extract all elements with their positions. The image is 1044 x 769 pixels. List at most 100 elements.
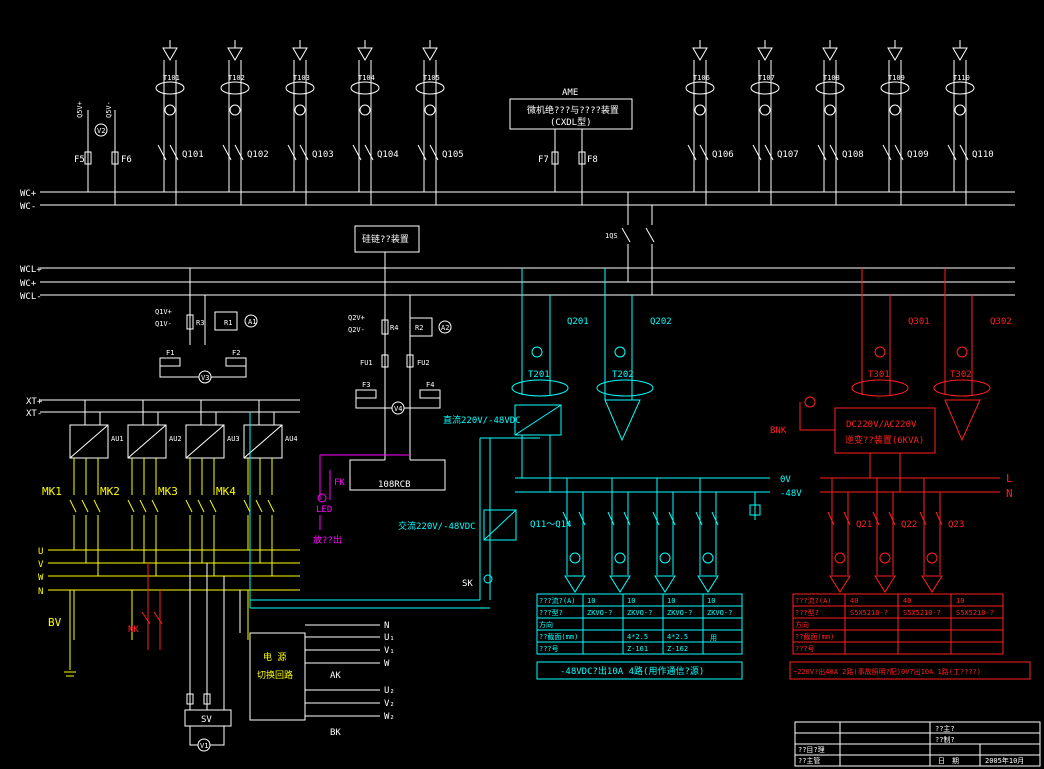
bnk-label: BNK [770, 426, 787, 436]
breaker-label: Q107 [777, 150, 799, 160]
breaker-label: Q104 [377, 150, 399, 160]
feeder-label: T107 [758, 74, 775, 82]
v2-label: V2 [97, 127, 105, 135]
cyan-branch-2 [652, 478, 676, 593]
q2v-plus-label: Q2V+ [348, 314, 365, 322]
feeder-label: T110 [953, 74, 970, 82]
sk-label: SK [462, 579, 473, 589]
ame-box-line2: (CXDL型) [550, 117, 592, 128]
a1-label: A1 [248, 318, 256, 326]
feeder-label: T105 [423, 74, 440, 82]
v1-label: V1 [200, 742, 208, 750]
N-label: N [1006, 487, 1013, 500]
red-breaker-label: Q21 [856, 520, 872, 530]
xt-minus-label: XT- [26, 409, 42, 419]
silicon-box [354, 225, 420, 253]
q302-label: Q302 [990, 317, 1012, 327]
power-box-line1: 电 源 [263, 651, 286, 663]
cyan-table-cell: Z-161 [627, 645, 648, 653]
wc-plus2-label: WC+ [20, 279, 37, 289]
t301-label: T301 [868, 370, 890, 380]
power-box-line2: 切换回路 [257, 669, 293, 681]
flash-led-group: FK LED 放??出 [313, 454, 410, 546]
feeder-label: T106 [693, 74, 710, 82]
xt-bus-group: XT+ XT- [26, 397, 300, 419]
breaker-label: Q106 [712, 150, 734, 160]
r2-label: R2 [415, 324, 423, 332]
date-value: 2005年10月 [985, 756, 1024, 765]
bv-label: BV [48, 616, 62, 629]
red-table-rowlabel: ???号 [795, 645, 815, 653]
top-left-meter: V2 F5 F6 Q5V+ Q5V- [74, 101, 132, 205]
cyan-table-cell: 10 [587, 597, 595, 605]
ame-label: AME [562, 88, 578, 98]
power-box [249, 632, 306, 721]
cyan-table-cell: ZKVO-? [667, 609, 692, 617]
red-breaker-label: Q22 [901, 520, 917, 530]
fk-label: FK [334, 478, 345, 488]
cyan-branch-3 [695, 478, 719, 593]
t302-label: T302 [950, 370, 972, 380]
breaker-label: Q105 [442, 150, 464, 160]
cyan-branches [562, 478, 719, 593]
red-branch-1: Q22 [872, 478, 917, 593]
red-table-cell: 10 [956, 597, 964, 605]
f1-label: F1 [166, 349, 174, 357]
cyan-table-rowlabel: ???号 [539, 645, 559, 653]
red-table-cell: S5X5210-? [850, 609, 888, 617]
q11-label: Q11～Q14 [530, 520, 572, 530]
f8-label: F8 [587, 155, 598, 165]
cyan-table-cell: 4*2.5 [667, 633, 688, 641]
au-label: AU1 [111, 435, 124, 443]
inverter-line2: 逆变??装置(6KVA) [845, 434, 924, 446]
red-table-cell: S5X5210-? [903, 609, 941, 617]
date-label: 日 期 [938, 757, 959, 765]
cyan-table-cell: 4*2.5 [627, 633, 648, 641]
ak-out-1: U₁ [384, 633, 395, 643]
feeder-label: T109 [888, 74, 905, 82]
q301-label: Q301 [908, 317, 930, 327]
w-label: W [38, 573, 44, 583]
red-table-rowlabel: ??截面(mm) [795, 632, 834, 641]
breaker-label: Q108 [842, 150, 864, 160]
ame-box [509, 98, 633, 130]
wc-plus-label: WC+ [20, 189, 37, 199]
mk-label: MK3 [158, 485, 178, 498]
nk-label: NK [128, 625, 139, 635]
bk-out-0: U₂ [384, 686, 395, 696]
red-table-footer: ~220V?出40A 2路(事故照明?配)0V?出10A 1路(工????) [793, 667, 981, 676]
red-branch-0: Q21 [827, 478, 872, 593]
power-switch-group: SV V1 电 源 切换回路 N U₁ V₁ W U₂ V₂ W₂ AK BK [184, 550, 395, 752]
bk-out-2: W₂ [384, 712, 395, 722]
cyan-table-cell: 10 [667, 597, 675, 605]
f5-label: F5 [74, 155, 85, 165]
cyan-table-rowlabel: 方向 [539, 620, 553, 629]
breaker-label: Q101 [182, 150, 204, 160]
cyan-section: Q201 Q202 T201 T202 直流220V/-48VDC 0V -48… [249, 268, 802, 609]
top-feeders: T101Q101T102Q102T103Q103T104Q104T105Q105… [155, 40, 994, 205]
u-label: U [38, 547, 43, 557]
cyan-table-cell: Z-162 [667, 645, 688, 653]
xt-plus-label: XT+ [26, 397, 43, 407]
cyan-table-cell: ZKVO-? [707, 609, 732, 617]
inverter-line1: DC220V/AC220V [846, 420, 917, 430]
mk-label: MK2 [100, 485, 120, 498]
red-table: ???流?(A)???型?方向??截面(mm)???号40S5X5210-?40… [789, 593, 1031, 680]
1qs-label: 1QS [605, 232, 618, 240]
inverter-box [834, 407, 936, 454]
silicon-chain-group: 硅链??装置 [354, 225, 420, 460]
red-branch-2: Q23 [919, 478, 964, 593]
cyan-table-cell: ZKVO-? [627, 609, 652, 617]
red-section: Q301 Q302 T301 T302 DC220V/AC220V 逆变??装置… [770, 268, 1013, 500]
q202-label: Q202 [650, 317, 672, 327]
ak-label: AK [330, 671, 341, 681]
q1v-minus-label: Q1V- [155, 320, 172, 328]
uvwn-bus-group: U V W N BV NK [38, 547, 300, 677]
